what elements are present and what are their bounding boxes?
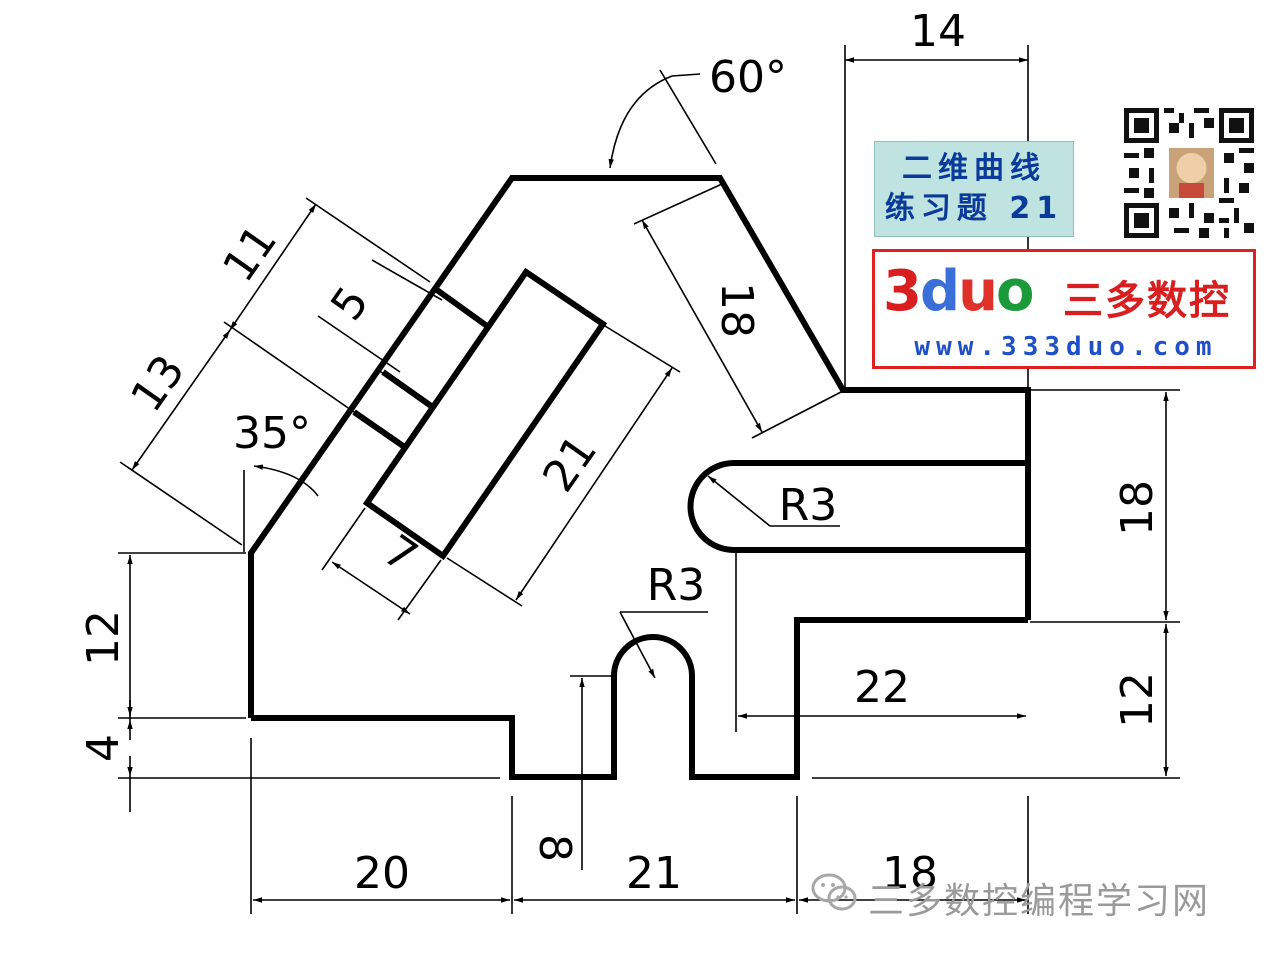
dim-height-12-right: 12 [1112,672,1163,728]
brand-logo-d: d [919,259,960,324]
dim-slot-length: 18 [711,282,762,338]
title-line2: 练习题 21 [884,191,1064,226]
dim-width-22: 22 [854,662,910,713]
dim-radius-right: R3 [779,480,838,531]
dim-height-4: 4 [78,734,129,762]
inclined-rect [362,267,608,561]
brand-url: www.333duo.com [914,332,1218,362]
dim-side-5: 5 [321,278,379,330]
dim-width-21: 21 [626,848,682,899]
dimension-lines [118,45,1180,914]
dim-height-8: 8 [529,834,580,862]
dim-rect-length: 21 [533,426,607,501]
brand-box: 3duo 三多数控 www.333duo.com [872,249,1256,369]
brand-logo-o: o [995,259,1035,324]
dim-width-18: 18 [882,848,938,899]
dim-rect-width: 7 [374,525,426,583]
dim-angle-left: 35° [233,408,311,459]
dim-angle-top: 60° [709,52,787,103]
dim-top-width: 14 [910,6,966,57]
brand-logo-3: 3 [883,259,922,324]
dim-radius-bottom: R3 [647,560,706,611]
dim-height-12-left: 12 [78,610,129,666]
wechat-icon [811,873,857,911]
watermark-text: 三多数控编程学习网 [868,881,1211,922]
dim-width-20: 20 [354,848,410,899]
dim-height-18: 18 [1112,480,1163,536]
dim-side-13: 13 [121,346,195,421]
slot-right [687,460,1028,553]
brand-name: 三多数控 [1063,278,1231,324]
dimension-labels: 14 60° 18 11 5 13 35° 21 7 R3 R3 18 12 1… [78,6,1163,899]
title-box: 二维曲线 练习题 21 [874,141,1074,237]
brand-logo-u: u [958,259,998,324]
brand-logo: 3duo [883,259,1035,324]
dim-side-11: 11 [213,216,287,291]
qr-code-icon [1124,108,1254,238]
title-line1: 二维曲线 [902,151,1046,186]
